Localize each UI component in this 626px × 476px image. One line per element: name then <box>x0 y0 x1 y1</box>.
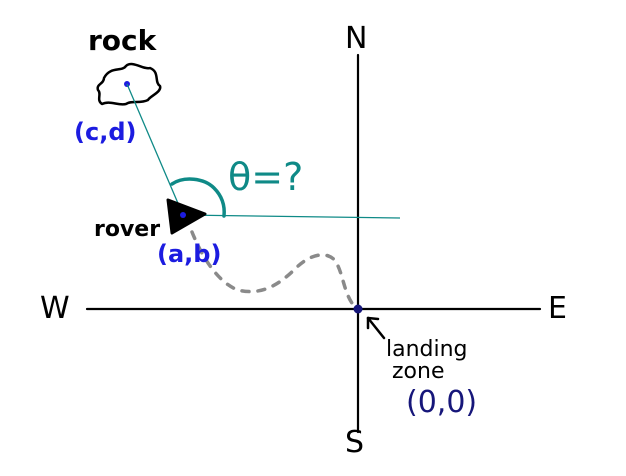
landing-zone-label-line1: landing <box>386 337 468 362</box>
south-label: S <box>345 425 364 460</box>
east-label: E <box>548 291 567 326</box>
rover-rock-line <box>126 83 184 216</box>
rover-coords-label: (a,b) <box>157 240 221 268</box>
north-label: N <box>345 21 367 56</box>
angle-arc <box>170 177 226 218</box>
west-label: W <box>40 291 70 326</box>
rover-point <box>180 212 186 218</box>
landing-zone-label-line2: zone <box>392 359 445 384</box>
rock-label: rock <box>88 24 158 57</box>
reference-line <box>182 214 401 219</box>
angle-label: θ=? <box>228 155 303 199</box>
landing-zone-point <box>353 304 363 314</box>
rock-outline <box>96 62 162 106</box>
rover-shape <box>166 198 207 235</box>
rover-path <box>190 230 358 310</box>
landing-arrow <box>366 316 386 340</box>
origin-coords-label: (0,0) <box>406 385 477 420</box>
rover-label: rover <box>94 217 160 242</box>
rock-coords-label: (c,d) <box>74 118 136 146</box>
